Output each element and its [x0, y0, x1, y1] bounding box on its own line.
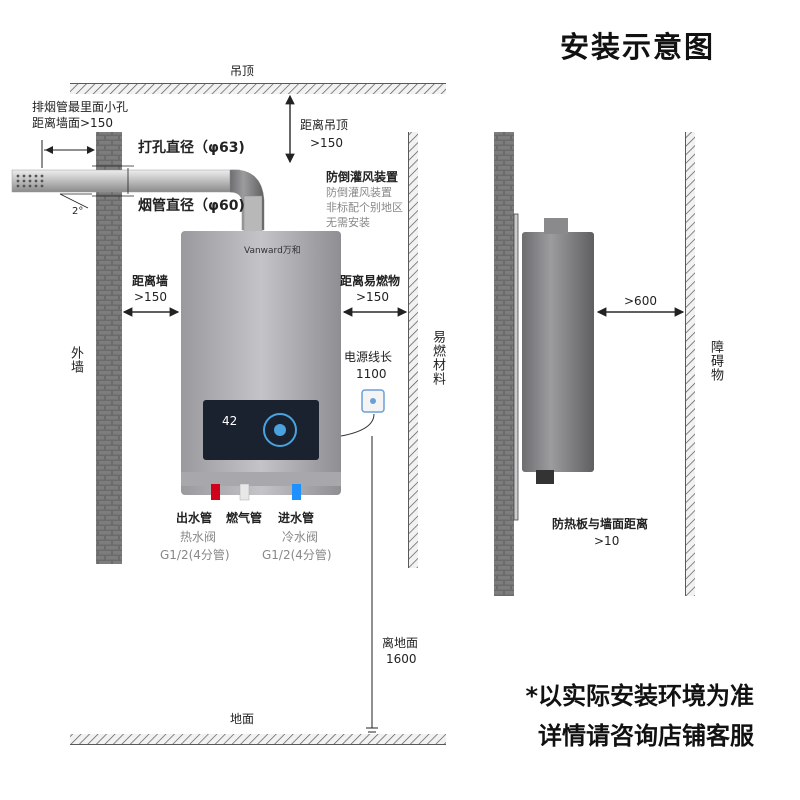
floor-dist-label-2: 1600 [386, 652, 417, 666]
side-clearance-label: >600 [624, 294, 657, 308]
power-cord-label-2: 1100 [356, 367, 387, 381]
floor-dist-label-1: 离地面 [382, 636, 419, 650]
outer-wall [96, 132, 122, 564]
ceiling-label: 吊顶 [230, 64, 255, 78]
anti-backflow-line1: 防倒灌风装置 [326, 186, 392, 199]
flue-pipe-horizontal [11, 169, 241, 193]
pipe-cold [292, 484, 301, 500]
display-temp: 42 [222, 414, 238, 428]
wall-dist-label-1: 距离墙 [132, 274, 169, 288]
side-heater-bottom [536, 470, 554, 484]
side-heater-top [544, 218, 568, 234]
exhaust-note-1: 排烟管最里面小孔 [32, 100, 129, 114]
shield-dist-label-1: 防热板与墙面距离 [552, 517, 649, 531]
power-cord [340, 413, 375, 437]
pipe-cold-sub2: G1/2(4分管) [262, 548, 332, 562]
brand-logo: Vanward万和 [244, 246, 301, 256]
ceiling-dist-label-2: >150 [310, 136, 343, 150]
hole-diameter-label: 打孔直径（φ63) [138, 140, 245, 156]
pipe-cold-sub1: 冷水阀 [282, 530, 319, 544]
flammable-dist-label-2: >150 [356, 290, 389, 304]
floor-label: 地面 [230, 712, 255, 726]
heat-shield [513, 213, 519, 521]
pipe-diameter-label: 烟管直径（φ60) [138, 198, 245, 214]
power-cord-label-1: 电源线长 [344, 350, 393, 364]
pipe-hot-name: 出水管 [176, 511, 213, 525]
pipe-hot-sub1: 热水阀 [180, 530, 217, 544]
note-line-2: 详情请咨询店铺客服 [538, 722, 754, 750]
anti-backflow-line3: 无需安装 [326, 216, 370, 229]
side-wall [494, 132, 514, 596]
pipe-cold-name: 进水管 [278, 511, 315, 525]
pipe-hot [211, 484, 220, 500]
page-title: 安装示意图 [560, 30, 716, 64]
pipe-gas-name: 燃气管 [226, 511, 263, 525]
side-heater-body [522, 232, 594, 472]
anti-backflow-line2: 非标配个别地区 [326, 201, 403, 214]
slope-label: 2° [72, 206, 84, 217]
heater-bottom [181, 472, 341, 486]
flammable-dist-label-1: 距离易燃物 [340, 274, 401, 288]
heater-panel [203, 400, 319, 460]
ceiling-hatch [70, 84, 446, 94]
pipe-gas [239, 483, 250, 501]
flue-pipe-vertical [243, 195, 263, 233]
flammable-label: 易燃材料 [430, 330, 445, 386]
flammable-wall-hatch [409, 132, 418, 568]
shield-dist-label-2: >10 [594, 534, 620, 548]
pipe-hot-sub2: G1/2(4分管) [160, 548, 230, 562]
anti-backflow-title: 防倒灌风装置 [326, 170, 399, 184]
obstacle-label: 障碍物 [708, 340, 723, 382]
exhaust-note-2: 距离墙面>150 [32, 116, 113, 130]
wall-dist-label-2: >150 [134, 290, 167, 304]
ceiling-dist-label-1: 距离吊顶 [300, 118, 349, 132]
floor-hatch [70, 734, 446, 744]
note-line-1: *以实际安装环境为准 [525, 682, 754, 710]
obstacle-hatch [686, 132, 695, 596]
outer-wall-label: 外墙 [68, 346, 83, 374]
